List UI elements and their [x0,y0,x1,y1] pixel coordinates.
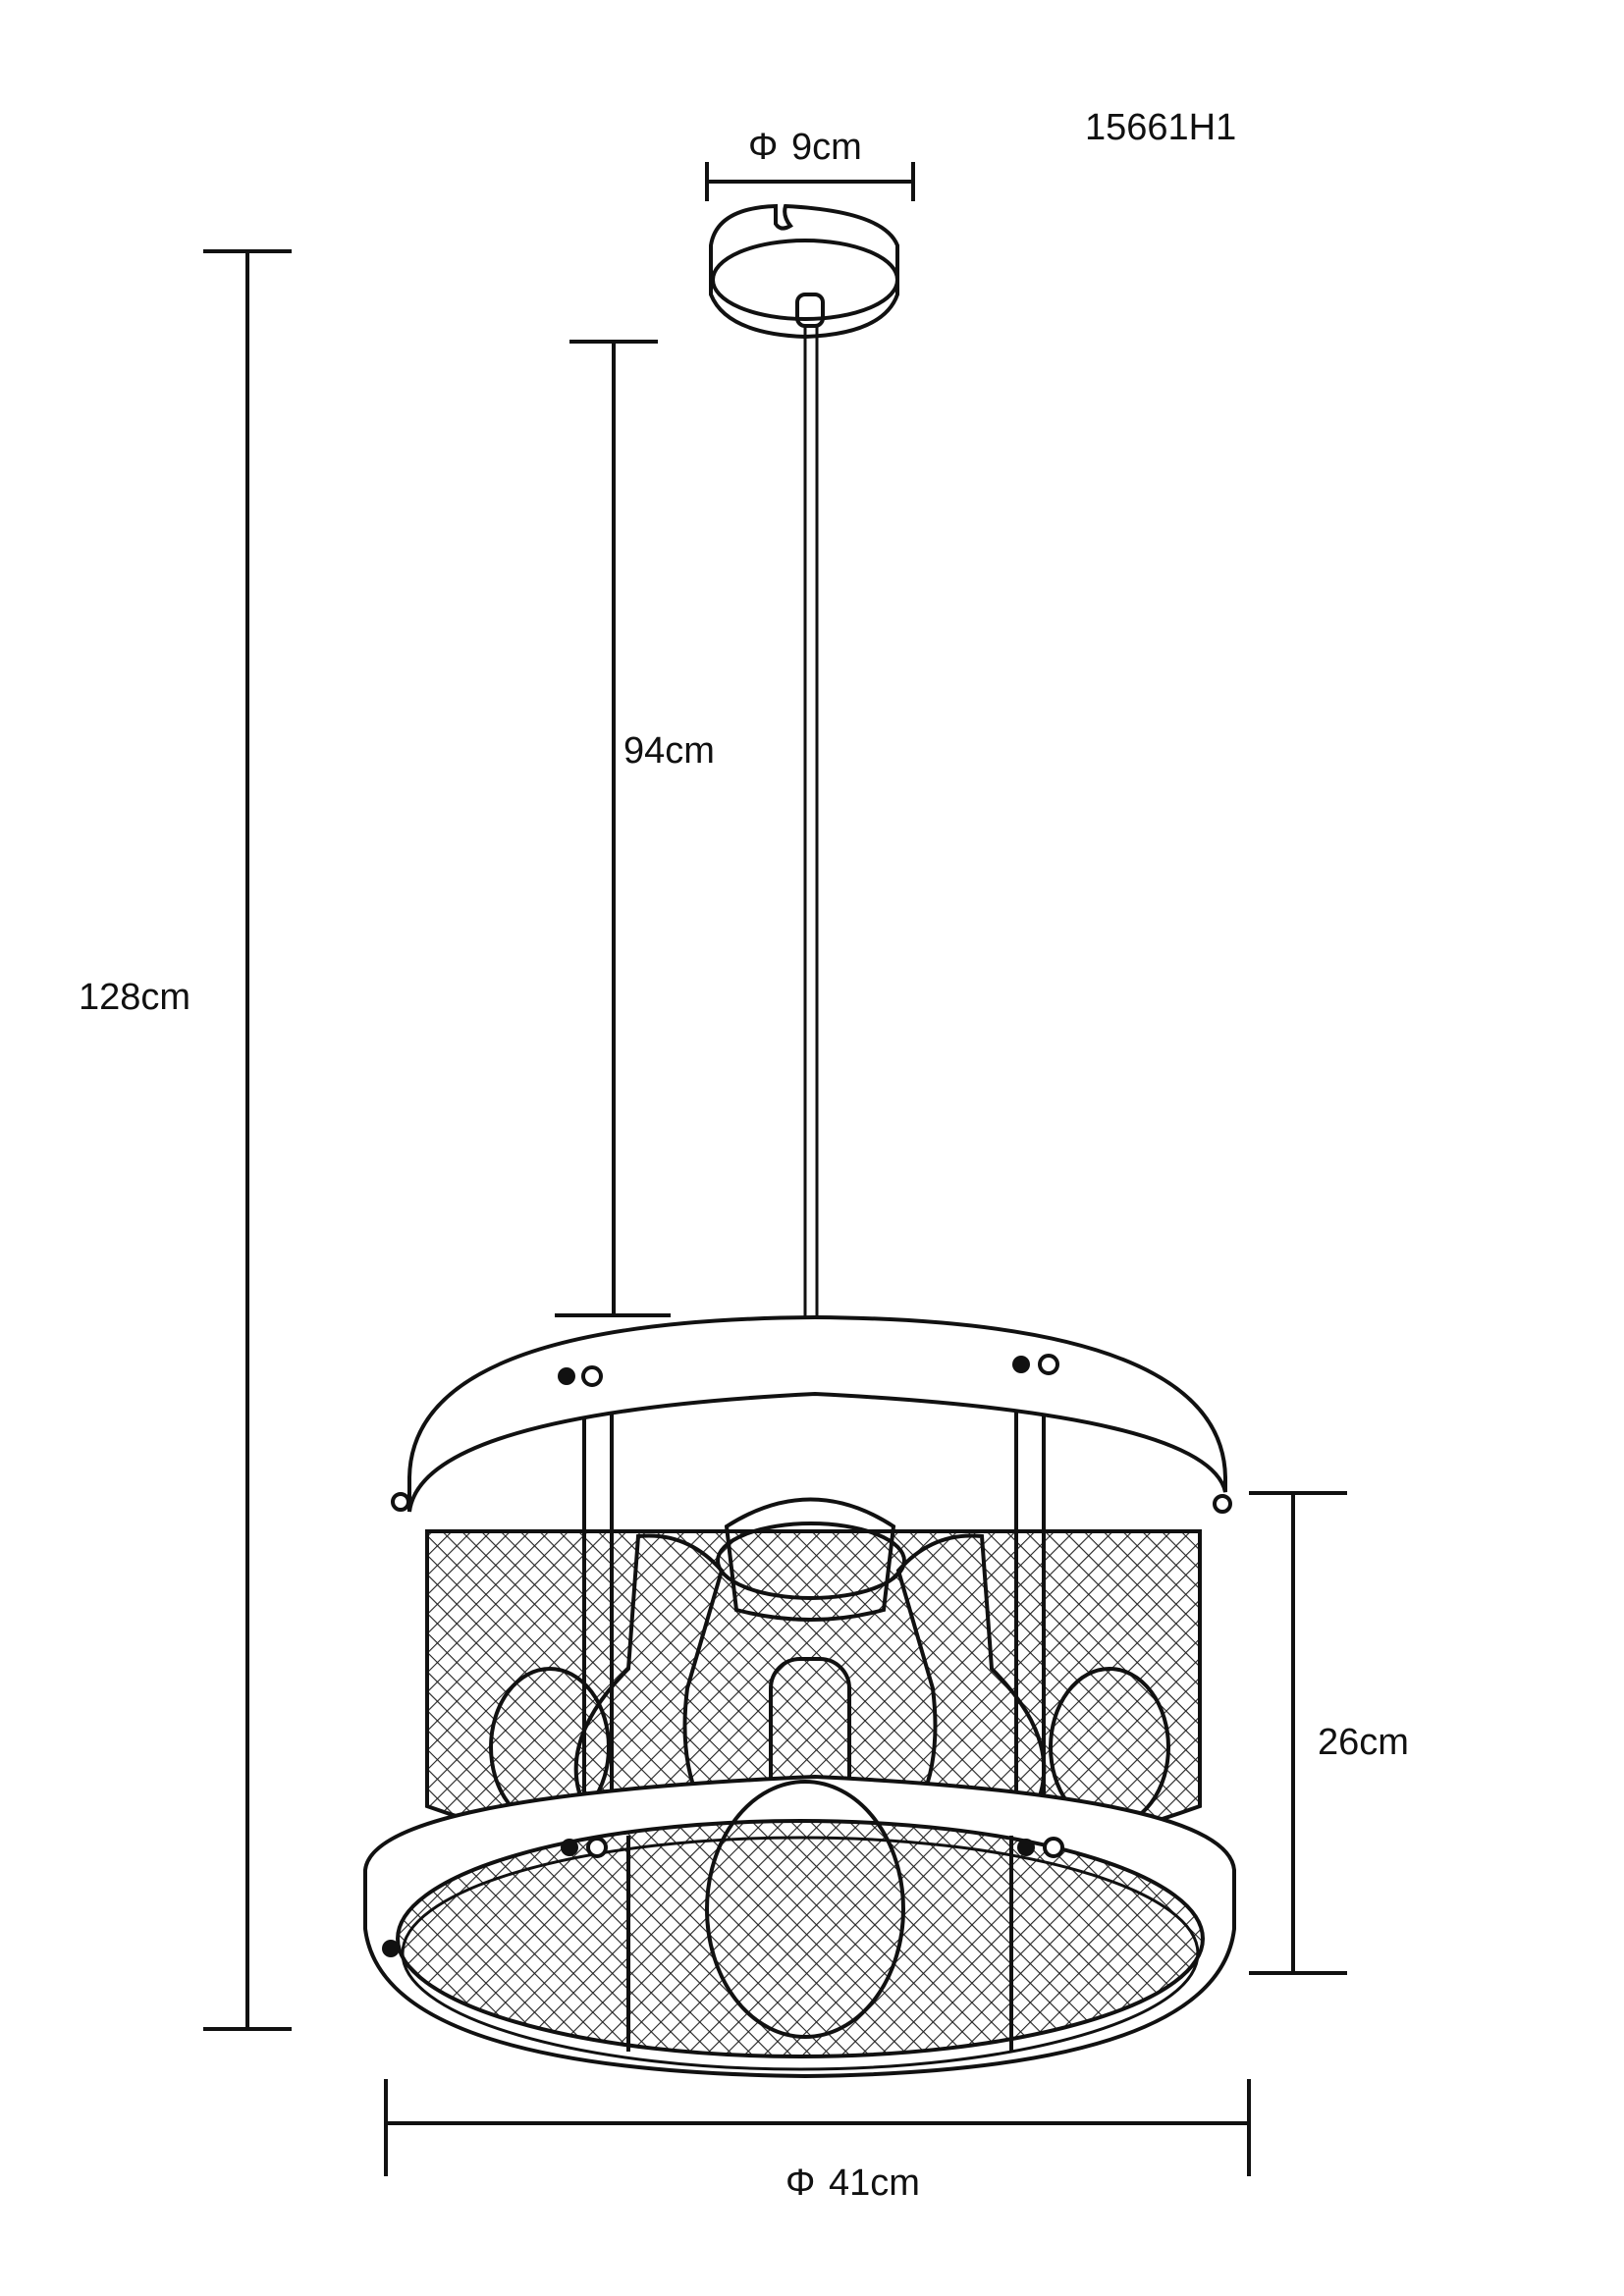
bolts [382,1354,1232,1957]
total-height-label: 128cm [79,977,190,1018]
rod-length-dimension: 94cm [555,340,715,1317]
rod-length-label: 94cm [623,730,715,772]
top-ring [407,1314,1227,1513]
canopy-diameter-dimension: Φ 9cm [705,127,915,201]
diameter-symbol: Φ [785,2163,815,2204]
model-code: 15661H1 [1085,107,1236,148]
canopy-diameter-label: 9cm [791,127,862,168]
total-height-dimension: 128cm [79,249,292,2031]
shade-height-dimension: 26cm [1249,1491,1409,1975]
shade-height-label: 26cm [1318,1722,1409,1763]
shade-diameter-dimension: Φ 41cm [384,2079,1251,2204]
lamp-shade [363,1314,1236,2079]
suspension-rod [803,324,819,1317]
ceiling-canopy [709,203,899,340]
shade-diameter-label: 41cm [829,2163,920,2204]
diameter-symbol: Φ [748,127,778,168]
